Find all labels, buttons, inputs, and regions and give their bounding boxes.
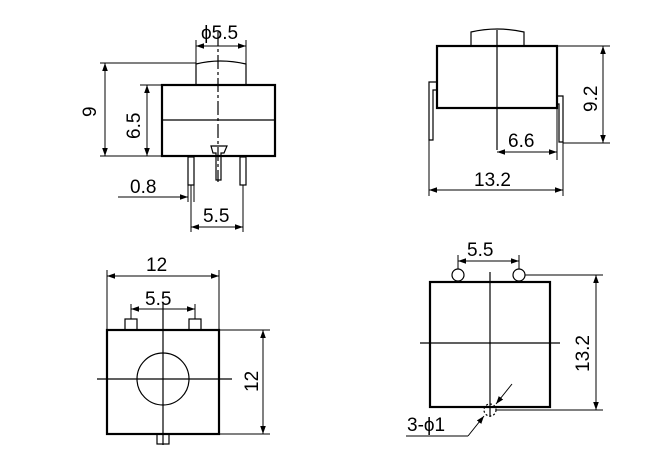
front-view: 9.2 6.6 13.2 — [428, 28, 610, 196]
pin-tab-left — [124, 318, 138, 331]
dim-overall-height-label: 9 — [80, 106, 101, 117]
pin-center — [210, 145, 228, 181]
dim-top-height-label: 12 — [242, 371, 263, 392]
dim-top-width-label: 12 — [146, 255, 167, 276]
dim-hole-pitch-label: 5.5 — [467, 240, 493, 261]
side-view: ϕ5.5 9 6.5 0.8 5.5 — [80, 23, 277, 232]
pin-left — [187, 156, 195, 186]
dim-front-width-label: 13.2 — [474, 170, 511, 191]
actuator-top — [470, 28, 525, 46]
dim-pcb-height-label: 13.2 — [573, 335, 594, 372]
pin-tab-bottom — [156, 433, 170, 445]
dim-pin-width-label: 0.8 — [130, 177, 156, 198]
pin-right — [239, 156, 247, 186]
pcb-hole-left — [451, 268, 465, 282]
lead-right — [557, 95, 564, 143]
lead-left — [428, 81, 437, 141]
dim-offset-label: 6.6 — [508, 131, 534, 152]
pcb-hole-right — [512, 268, 526, 282]
hole-callout-label: 3-ϕ1 — [407, 415, 445, 436]
dim-top-pitch-label: 5.5 — [145, 289, 171, 310]
pcb-view: 5.5 13.2 3-ϕ1 — [406, 240, 603, 437]
dim-diameter-label: ϕ5.5 — [201, 23, 238, 44]
top-view: 12 5.5 12 — [97, 255, 270, 445]
dim-front-height-label: 9.2 — [581, 86, 602, 112]
dim-pin-pitch-label: 5.5 — [203, 206, 229, 227]
pin-tab-right — [188, 318, 202, 331]
dim-body-height-label: 6.5 — [124, 113, 145, 139]
actuator-cap — [195, 60, 247, 84]
